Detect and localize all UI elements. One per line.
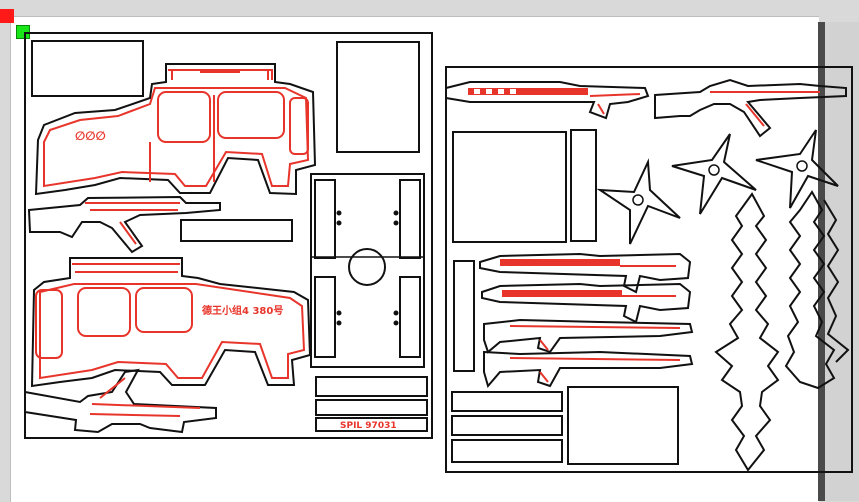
machine-gun-part[interactable]: [483, 318, 694, 354]
plate-engraving: SPIL 97031: [340, 421, 397, 431]
blank-strip[interactable]: [180, 219, 293, 242]
blank-strip[interactable]: [451, 439, 563, 463]
blank-strip[interactable]: [570, 129, 597, 242]
blank-panel[interactable]: [452, 131, 567, 243]
origin-marker-icon[interactable]: [0, 9, 14, 23]
shuriken-part[interactable]: [755, 129, 839, 209]
license-plate-part[interactable]: SPIL 97031: [315, 417, 428, 432]
machine-gun-part[interactable]: [479, 252, 692, 294]
shuriken-part[interactable]: [671, 133, 757, 215]
shuriken-part[interactable]: [596, 158, 681, 245]
jeep-body-part[interactable]: ∅∅∅: [34, 63, 317, 196]
sword-part[interactable]: [714, 192, 780, 472]
sword-part[interactable]: [784, 190, 850, 390]
right-sheet-outline[interactable]: [445, 66, 853, 473]
blank-strip[interactable]: [315, 376, 428, 397]
blank-strip[interactable]: [453, 260, 475, 372]
jeep-body-part[interactable]: 德王小组4 380号: [30, 257, 312, 388]
blank-strip[interactable]: [451, 415, 563, 436]
truck-side-engraving: 德王小组4 380号: [201, 304, 283, 317]
rifle-part[interactable]: [24, 368, 217, 434]
rifle-part[interactable]: [27, 195, 221, 254]
blank-panel[interactable]: [567, 386, 679, 465]
machine-gun-part[interactable]: [445, 81, 650, 120]
blank-strip[interactable]: [315, 399, 428, 416]
box-template-part[interactable]: [310, 173, 425, 368]
blank-panel[interactable]: [31, 40, 144, 97]
svg-text:∅∅∅: ∅∅∅: [75, 129, 106, 143]
machine-gun-part[interactable]: [483, 350, 694, 389]
left-sheet-outline[interactable]: [24, 32, 433, 439]
machine-gun-part[interactable]: [481, 282, 692, 324]
blank-panel[interactable]: [336, 41, 420, 153]
blank-strip[interactable]: [451, 391, 563, 412]
rifle-part[interactable]: [654, 78, 847, 138]
